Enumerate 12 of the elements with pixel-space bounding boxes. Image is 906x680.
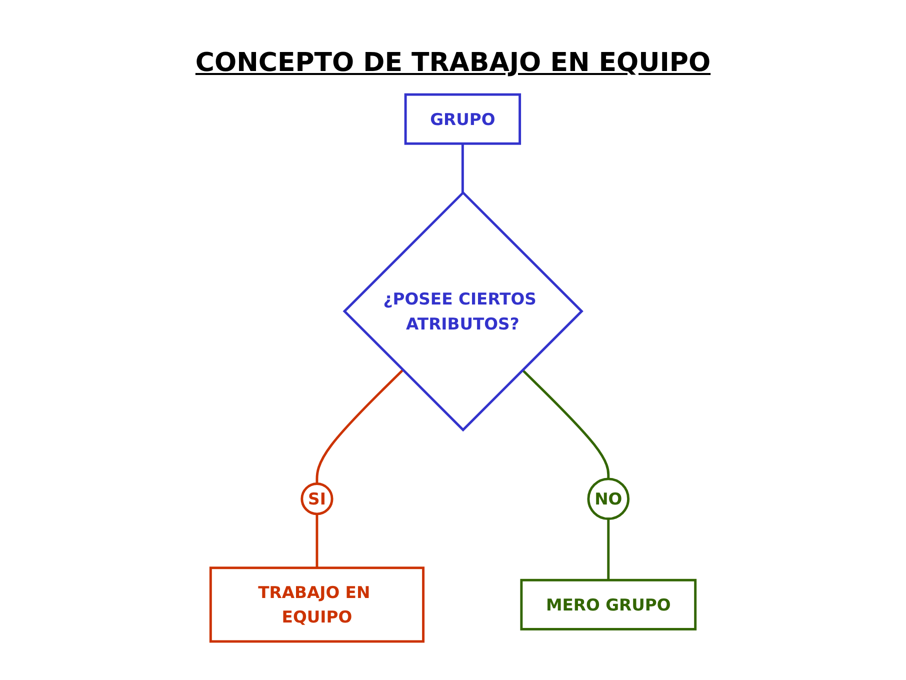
connector <box>316 514 318 568</box>
connector <box>607 518 610 580</box>
node-box: TRABAJO EN EQUIPO <box>209 566 425 643</box>
node-circle: SI <box>300 482 334 516</box>
node-circle: NO <box>587 478 630 520</box>
connector <box>316 369 404 484</box>
node-box: MERO GRUPO <box>520 578 697 630</box>
connector <box>461 144 464 193</box>
connector <box>522 369 610 479</box>
node-box: GRUPO <box>404 93 522 145</box>
diagram-title: CONCEPTO DE TRABAJO EN EQUIPO <box>195 48 711 78</box>
node-diamond: ¿POSEE CIERTOS ATRIBUTOS? <box>342 190 584 432</box>
